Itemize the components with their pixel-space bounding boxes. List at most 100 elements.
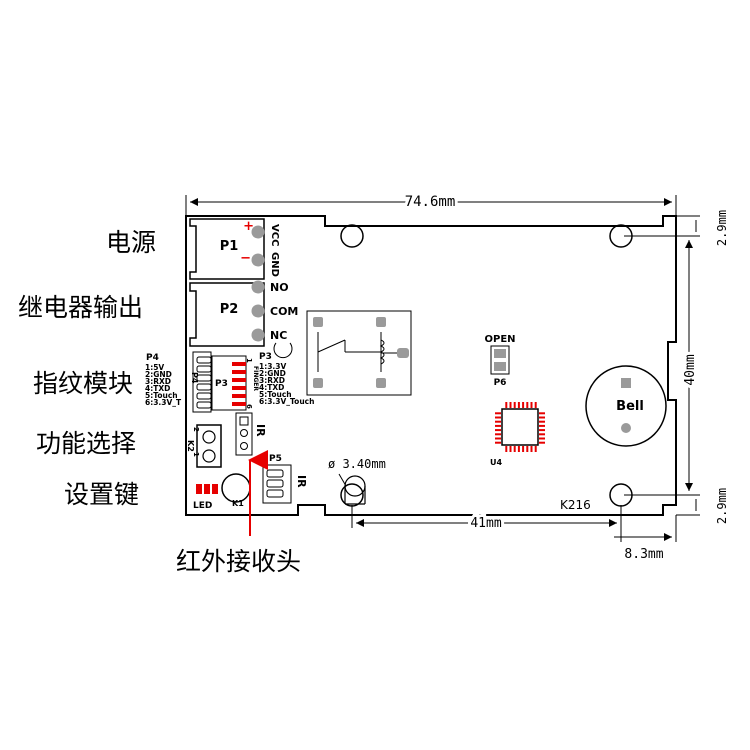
u4-pin [522, 402, 525, 408]
u4-pin [495, 433, 501, 436]
callout-relay-output: 继电器输出 [18, 293, 143, 322]
dim-width-label: 74.6mm [405, 194, 456, 210]
u4-label: U4 [490, 458, 502, 467]
p3-pin-2: 2:GND [259, 369, 286, 378]
hole-diameter-label: ø 3.40mm [328, 457, 386, 471]
p4-pin-4: 4:TXD [145, 384, 170, 393]
p3-pin-5: 5:Touch [259, 390, 292, 399]
u4-pin [539, 416, 545, 419]
u4-pin [495, 416, 501, 419]
p3-pin-4: 4:TXD [259, 383, 284, 392]
p4-pin-6: 6:3.3V_T [145, 398, 182, 407]
p3-pin-legend: P3 1:3.3V 2:GND 3:RXD 4:TXD 5:Touch 6:3.… [259, 352, 314, 406]
u4-pin [509, 446, 512, 452]
u4-pin [505, 446, 508, 452]
p1-label: P1 [220, 239, 239, 254]
u4-pin [530, 446, 533, 452]
dim-edge-offset: 8.3mm [614, 515, 677, 562]
u4-pin [517, 446, 520, 452]
p3-pin-1: 1:3.3V [259, 362, 287, 371]
mount-hole-top-left [340, 224, 364, 248]
dim-hole-spacing-label: 41mm [470, 516, 501, 531]
callout-ir-receiver: 红外接收头 [176, 547, 301, 576]
u4-pin [513, 446, 516, 452]
p4-pin-3: 3:RXD [145, 377, 171, 386]
p4-pin-2: 2:GND [145, 370, 172, 379]
jumper-p6: OPEN P6 [484, 334, 515, 388]
u4-pin [495, 420, 501, 423]
callout-power: 电源 [106, 228, 156, 257]
ir-label-lower: IR [295, 475, 308, 488]
p2-pin-no: NO [270, 281, 289, 294]
dim-height-label: 40mm [683, 354, 698, 385]
u4-pin [495, 424, 501, 427]
dim-bottom-offset: 2.9mm [676, 488, 729, 524]
ir-receiver [344, 475, 366, 505]
u4-pin [539, 412, 545, 415]
p4-pin-5: 5:Touch [145, 391, 178, 400]
u4-pin [517, 402, 520, 408]
u4-pin [505, 402, 508, 408]
p6-label: P6 [494, 378, 507, 388]
dim-bottom-offset-label: 2.9mm [715, 488, 729, 524]
k2-pin-1: 1 [192, 452, 200, 457]
led-label: LED [193, 501, 212, 511]
p1-pin-gnd: GND [269, 252, 280, 277]
led: LED [193, 484, 218, 511]
u4-pin [539, 441, 545, 444]
p3-title: P3 [259, 352, 272, 362]
p4-title: P4 [146, 353, 159, 363]
dim-width: 74.6mm [185, 191, 677, 216]
connector-p2: P2 NO COM NC [189, 280, 298, 359]
board-outline [185, 215, 677, 516]
u4-pin [539, 420, 545, 423]
p3-connector-label: P3 [215, 379, 228, 389]
u4-pin [495, 437, 501, 440]
connector-p5: P5 IR [262, 454, 308, 504]
p3-pin-6: 6:3.3V_Touch [259, 397, 314, 406]
p4-pin-1: 1:5V [145, 363, 164, 372]
p3-finger-label: FINGER [252, 366, 259, 391]
u4-pin [526, 402, 529, 408]
dim-hole-spacing: 41mm [351, 505, 622, 534]
u4-pin [539, 437, 545, 440]
u4-pin [522, 446, 525, 452]
model-label: K216 [560, 498, 591, 512]
dim-edge-offset-label: 8.3mm [624, 547, 663, 562]
u4-pin [526, 446, 529, 452]
u4-pin [534, 446, 537, 452]
ir-label-upper: IR [254, 424, 267, 437]
p2-pin-com: COM [270, 305, 298, 318]
ir-header: IR [235, 412, 267, 456]
u4-pin [530, 402, 533, 408]
jumper-k2: K2 2 1 [186, 424, 222, 468]
p2-pad-1 [251, 280, 265, 294]
p1-pin-vcc: VCC [269, 224, 280, 246]
bell-label: Bell [616, 399, 644, 414]
u4-pin [509, 402, 512, 408]
u4-pin [539, 429, 545, 432]
p4-pin-legend: P4 1:5V 2:GND 3:RXD 4:TXD 5:Touch 6:3.3V… [145, 353, 182, 407]
k2-label: K2 [186, 440, 195, 452]
p1-pad-2 [251, 253, 265, 267]
callout-setup-key: 设置键 [64, 480, 139, 509]
p1-minus: − [240, 251, 251, 266]
p1-plus: + [243, 219, 254, 234]
p1-pad-1 [251, 225, 265, 239]
p2-pad-3 [251, 328, 265, 342]
p2-pad-2 [251, 304, 265, 318]
u4-pin [539, 424, 545, 427]
relay [306, 310, 412, 396]
p3-pin-last: 6 [245, 404, 253, 409]
p2-label: P2 [220, 302, 239, 317]
dim-top-offset-label: 2.9mm [715, 210, 729, 246]
p4-connector-label: P4 [190, 372, 199, 384]
buzzer-bell: Bell [585, 365, 667, 447]
p3-pin-first: 1 [245, 358, 253, 363]
u4-pin [539, 433, 545, 436]
p2-pin-nc: NC [270, 329, 287, 342]
dim-height: 40mm [624, 235, 701, 496]
chip-u4: U4 [490, 402, 545, 467]
p5-label: P5 [269, 454, 282, 464]
